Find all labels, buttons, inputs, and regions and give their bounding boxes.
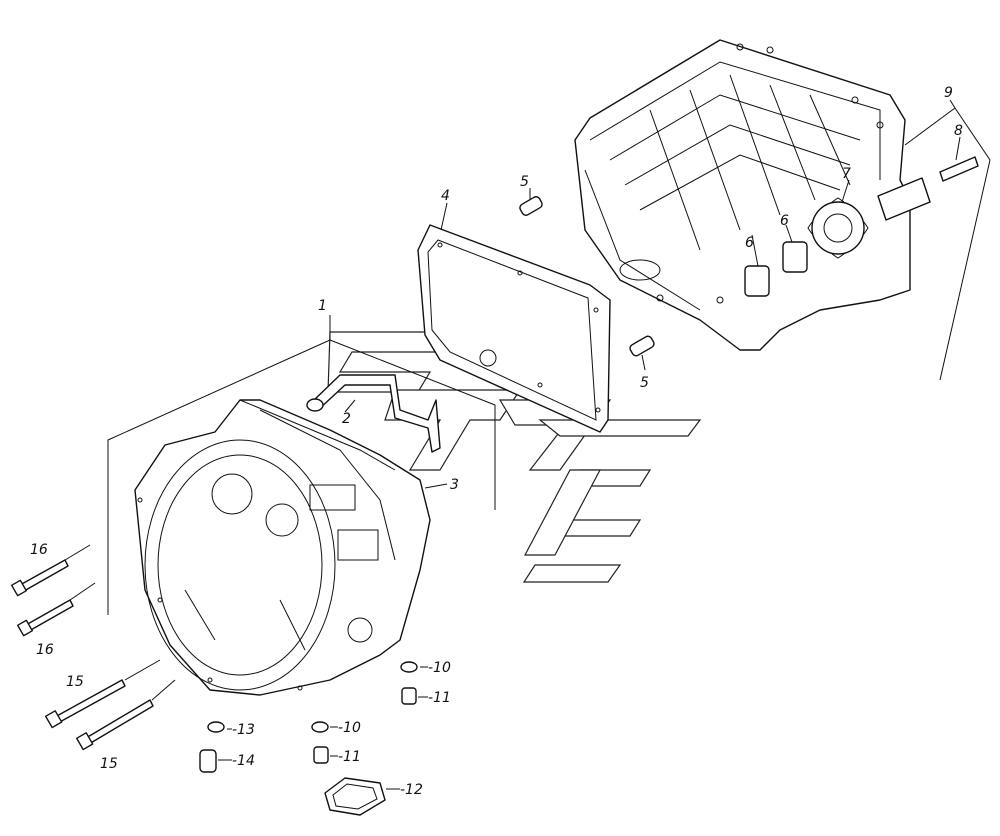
callout-6-right: 6 xyxy=(780,213,789,229)
clutch-housing xyxy=(134,399,431,696)
callout-12: -12 xyxy=(400,782,423,798)
dowel-pin-lower xyxy=(629,335,655,357)
callout-15-upper: 15 xyxy=(66,674,84,690)
callout-3: 3 xyxy=(450,477,459,493)
bolt-16-upper xyxy=(19,559,69,592)
rear-gearbox-housing xyxy=(574,39,911,351)
bolt-16-lower xyxy=(25,599,74,632)
callout-11-upper: -11 xyxy=(428,690,451,706)
small-parts xyxy=(199,661,418,816)
callout-16-upper: 16 xyxy=(30,542,48,558)
callouts: 1 2 3 4 5 5 6 6 7 8 9 -10 -11 -10 -11 -1… xyxy=(30,85,963,798)
callout-1: 1 xyxy=(318,298,327,314)
callout-5-lower: 5 xyxy=(640,375,649,391)
gasket xyxy=(417,224,611,433)
callout-10-lower: -10 xyxy=(338,720,361,736)
callout-11-lower: -11 xyxy=(338,749,361,765)
bolt-15-lower xyxy=(85,699,154,745)
gear-set xyxy=(744,156,979,297)
callout-9: 9 xyxy=(944,85,953,101)
callout-14: -14 xyxy=(232,753,255,769)
callout-15-lower: 15 xyxy=(100,756,118,772)
bolts xyxy=(10,559,154,751)
callout-13: -13 xyxy=(232,722,255,738)
callout-2: 2 xyxy=(342,411,351,427)
callout-5-upper: 5 xyxy=(520,174,529,190)
callout-10-upper: -10 xyxy=(428,660,451,676)
callout-4: 4 xyxy=(441,188,450,204)
callout-8: 8 xyxy=(954,123,963,139)
tube xyxy=(306,374,441,453)
watermark-logo xyxy=(327,331,702,583)
callout-6-left: 6 xyxy=(745,235,754,251)
callout-16-lower: 16 xyxy=(36,642,54,658)
callout-7: 7 xyxy=(842,166,851,182)
dowel-pin-upper xyxy=(519,196,543,216)
leader-lines xyxy=(64,99,991,790)
